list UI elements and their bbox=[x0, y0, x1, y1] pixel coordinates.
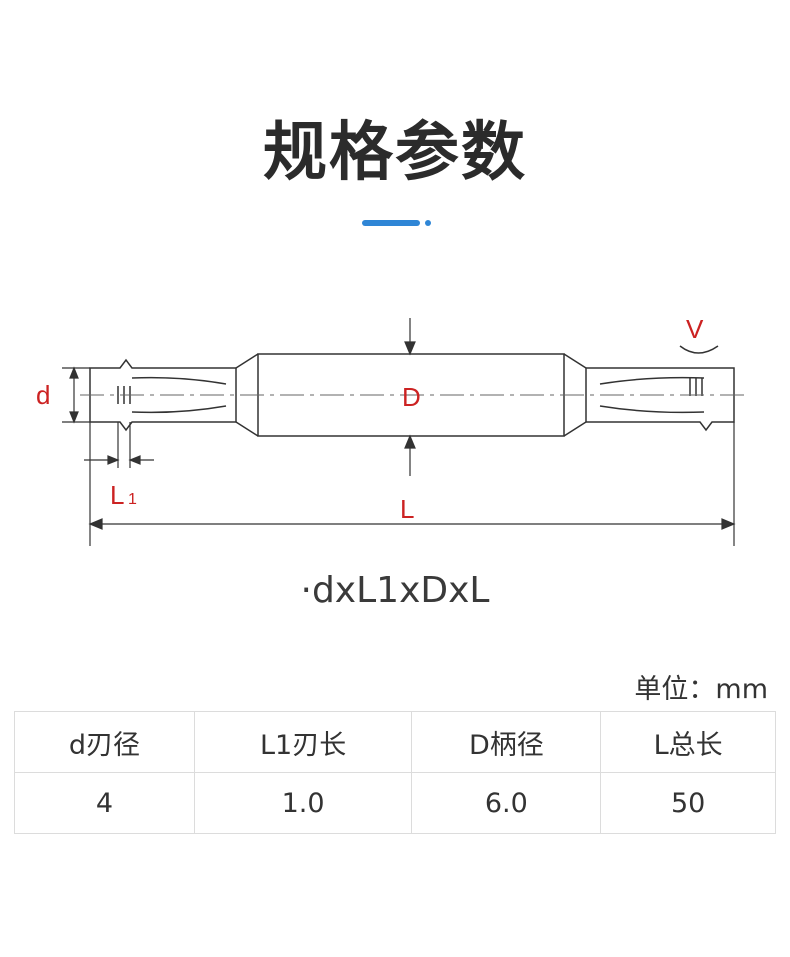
header-cell-D: D柄径 bbox=[411, 711, 602, 773]
l1-arrow-right bbox=[128, 455, 141, 465]
unit-label: 单位：mm bbox=[634, 674, 768, 705]
label-D: D bbox=[402, 382, 421, 412]
title-underline-dot bbox=[425, 220, 431, 226]
cell-L: 50 bbox=[600, 772, 776, 834]
header-cell-d: d刃径 bbox=[14, 711, 195, 773]
L-arrow-right bbox=[721, 518, 736, 530]
page-title: 规格参数 bbox=[263, 116, 527, 190]
cell-D: 6.0 bbox=[411, 772, 602, 834]
title-underline bbox=[362, 220, 420, 226]
d-arrow-top bbox=[69, 366, 79, 379]
right-flute-top bbox=[599, 376, 705, 385]
left-taper bbox=[235, 353, 259, 437]
cell-L1: 1.0 bbox=[193, 772, 413, 834]
left-flute-top bbox=[131, 376, 227, 385]
table-header-row: d刃径 L1刃长 D柄径 L总长 bbox=[14, 711, 776, 773]
spec-table: d刃径 L1刃长 D柄径 L总长 4 1.0 6.0 50 bbox=[14, 711, 776, 834]
right-flute-bottom bbox=[599, 405, 705, 414]
left-flute-bottom bbox=[131, 405, 227, 414]
l1-arrow-left bbox=[107, 455, 120, 465]
cell-d: 4 bbox=[14, 772, 195, 834]
label-d: d bbox=[36, 380, 50, 410]
right-tip-outline bbox=[585, 367, 735, 432]
label-L: L bbox=[400, 494, 414, 524]
d-arrow-bottom bbox=[69, 411, 79, 424]
D-arrow-bottom bbox=[404, 434, 416, 449]
label-L1-sub: 1 bbox=[128, 491, 137, 508]
table-row: 4 1.0 6.0 50 bbox=[14, 772, 776, 834]
label-V: V bbox=[686, 314, 704, 344]
header-cell-L: L总长 bbox=[600, 711, 776, 773]
right-taper bbox=[563, 353, 587, 437]
label-L1: L bbox=[110, 480, 124, 510]
L-arrow-left bbox=[88, 518, 103, 530]
tool-dimension-diagram: d L 1 D L V bbox=[36, 314, 744, 546]
v-angle-arc bbox=[679, 345, 719, 354]
header-cell-L1: L1刃长 bbox=[193, 711, 413, 773]
D-arrow-top bbox=[404, 341, 416, 356]
dimension-formula: ·dxL1xDxL bbox=[300, 570, 490, 611]
